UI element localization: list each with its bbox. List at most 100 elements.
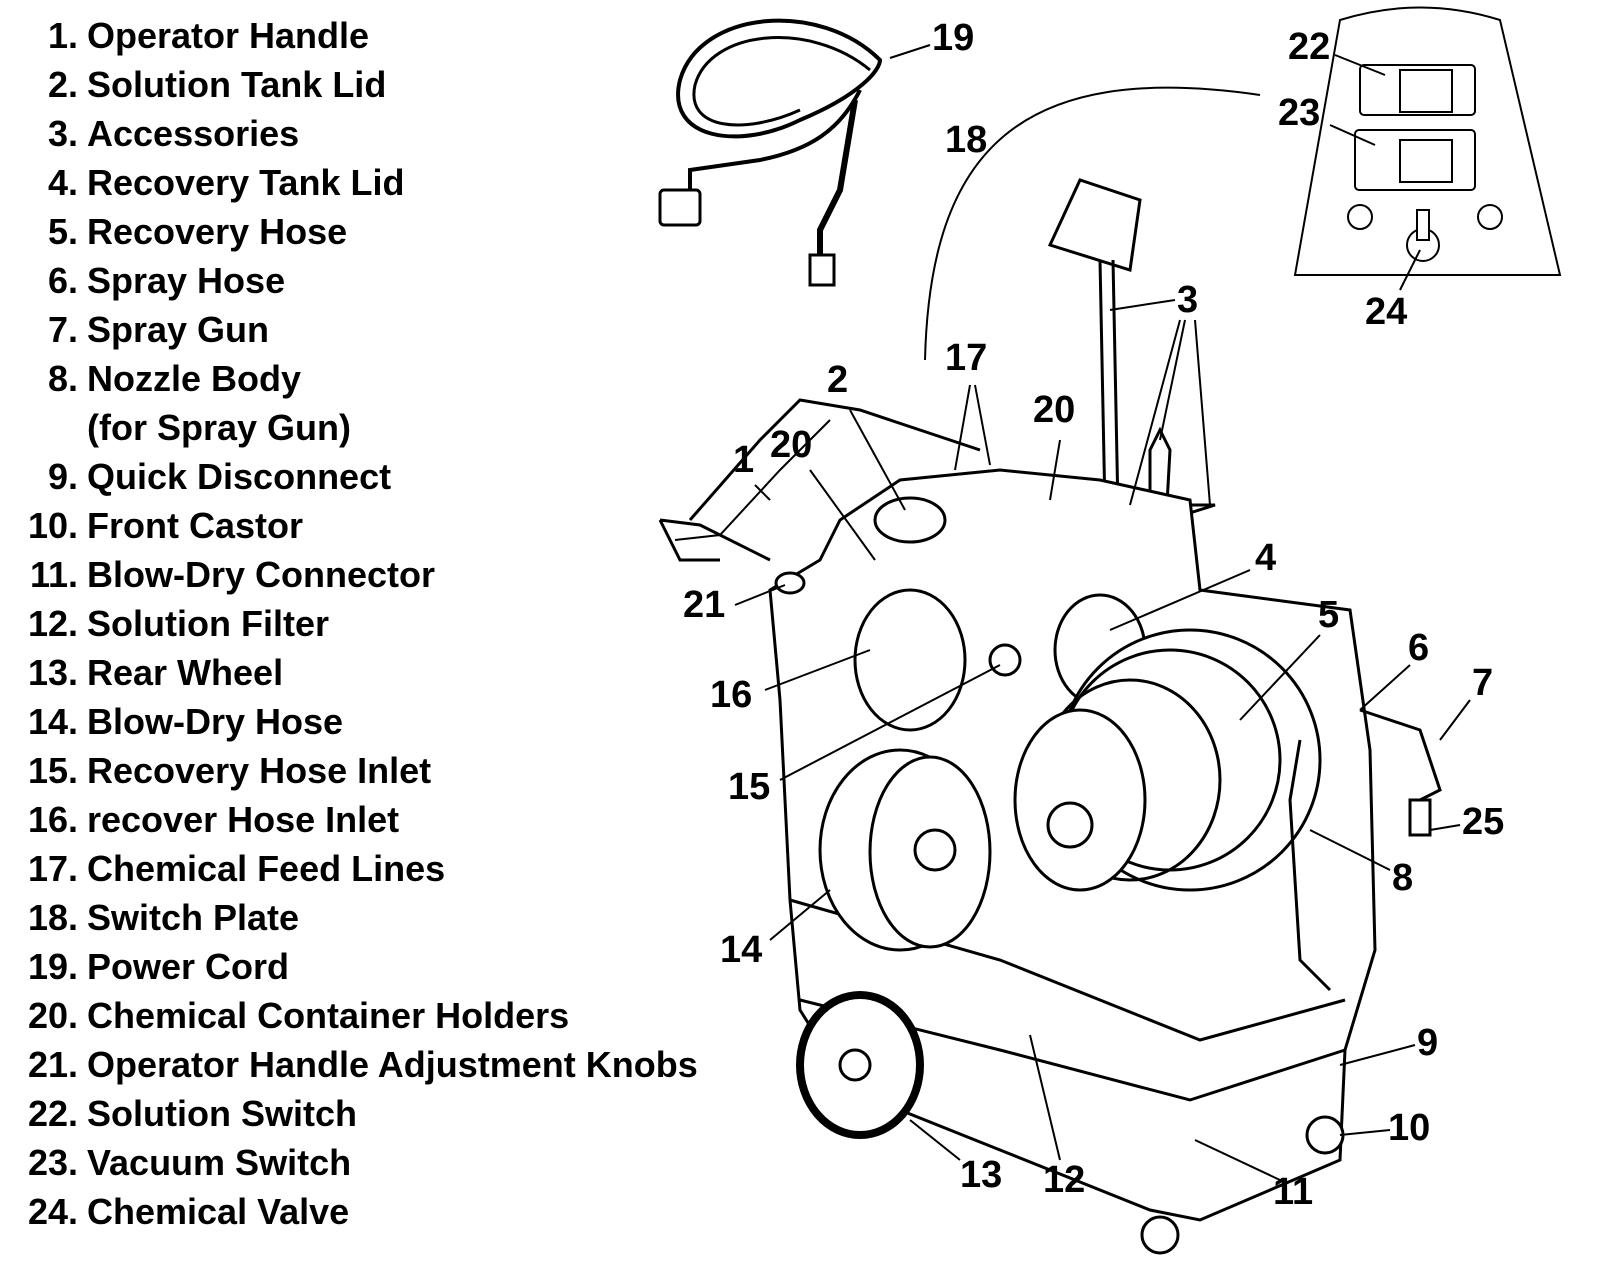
legend-number: 11. — [29, 554, 78, 595]
legend-item: 8.Nozzle Body — [0, 357, 301, 406]
callout-9: 9 — [1417, 1022, 1439, 1064]
leader-lines — [734, 44, 1471, 1181]
legend-number: 6. — [47, 260, 78, 301]
legend-item: 21.Operator Handle Adjustment Knobs — [0, 1043, 698, 1092]
legend-number: 12. — [27, 603, 78, 644]
legend-number: 1. — [47, 15, 78, 56]
legend-number: 20. — [27, 995, 78, 1036]
legend-item: 18.Switch Plate — [0, 896, 299, 945]
legend-number: 16. — [27, 799, 78, 840]
legend-number: 22. — [27, 1093, 78, 1134]
legend-label: Blow-Dry Connector — [87, 554, 436, 595]
legend-label: recover Hose Inlet — [87, 799, 400, 840]
callout-5: 5 — [1318, 594, 1340, 636]
legend-item: 4.Recovery Tank Lid — [0, 161, 404, 210]
legend-label: Chemical Container Holders — [87, 995, 570, 1036]
legend-item: 7.Spray Gun — [0, 308, 269, 357]
legend-label: Solution Tank Lid — [87, 64, 387, 105]
legend-label: Front Castor — [87, 505, 303, 546]
switch-plate-drawing — [1293, 6, 1562, 276]
callout-10: 10 — [1388, 1107, 1431, 1149]
hose-reels — [818, 628, 1442, 992]
legend-item: 13.Rear Wheel — [0, 651, 283, 700]
legend-item: 17.Chemical Feed Lines — [0, 847, 445, 896]
legend-item: 5.Recovery Hose — [0, 210, 347, 259]
callout-21: 21 — [683, 584, 726, 626]
callout-20-left: 20 — [770, 424, 813, 466]
legend-number: 8. — [47, 358, 78, 399]
legend-number: 2. — [47, 64, 78, 105]
legend-label: Solution Filter — [87, 603, 329, 644]
legend-label: Blow-Dry Hose — [87, 701, 344, 742]
legend-item: 19.Power Cord — [0, 945, 289, 994]
callout-19: 19 — [932, 17, 975, 59]
callout-20-right: 20 — [1033, 389, 1076, 431]
legend-label: Solution Switch — [87, 1093, 357, 1134]
legend-item: (for Spray Gun) — [0, 406, 351, 455]
legend-number: 13. — [27, 652, 78, 693]
callout-23: 23 — [1278, 92, 1321, 134]
leader-line — [924, 86, 1261, 361]
callout-18: 18 — [945, 119, 988, 161]
power-cord-drawing — [658, 18, 883, 287]
legend-label: Chemical Valve — [87, 1191, 350, 1232]
legend-item: 2.Solution Tank Lid — [0, 63, 386, 112]
callout-22: 22 — [1288, 26, 1331, 68]
legend-label: Recovery Hose Inlet — [87, 750, 432, 791]
legend-item: 16.recover Hose Inlet — [0, 798, 399, 847]
callout-1: 1 — [733, 439, 755, 481]
legend-label: Switch Plate — [87, 897, 300, 938]
legend-number: 18. — [27, 897, 78, 938]
legend-item: 9.Quick Disconnect — [0, 455, 391, 504]
legend-item: 14.Blow-Dry Hose — [0, 700, 343, 749]
legend-label: Rear Wheel — [87, 652, 284, 693]
legend-number: 9. — [47, 456, 78, 497]
wheels — [796, 991, 1345, 1255]
legend-item: 15.Recovery Hose Inlet — [0, 749, 431, 798]
callout-13: 13 — [960, 1154, 1003, 1196]
legend-number: 17. — [27, 848, 78, 889]
callout-12: 12 — [1043, 1159, 1086, 1201]
legend-number: 23. — [27, 1142, 78, 1183]
legend-label: Vacuum Switch — [87, 1142, 352, 1183]
legend-label: Operator Handle — [87, 15, 370, 56]
legend-label: Chemical Feed Lines — [87, 848, 446, 889]
legend-label: Accessories — [87, 113, 300, 154]
legend-number: 24. — [27, 1191, 78, 1232]
callout-15: 15 — [728, 766, 771, 808]
legend-item: 1.Operator Handle — [0, 14, 369, 63]
callout-6: 6 — [1408, 627, 1430, 669]
legend-number: 19. — [27, 946, 78, 987]
legend-item: 23.Vacuum Switch — [0, 1141, 351, 1190]
legend-item: 11.Blow-Dry Connector — [0, 553, 435, 602]
legend-label: Recovery Hose — [87, 211, 348, 252]
legend-item: 12.Solution Filter — [0, 602, 329, 651]
callout-14: 14 — [720, 929, 763, 971]
callout-3: 3 — [1177, 279, 1199, 321]
callout-25: 25 — [1462, 801, 1505, 843]
legend-label: Spray Gun — [87, 309, 270, 350]
legend-item: 3.Accessories — [0, 112, 299, 161]
legend-number: 15. — [27, 750, 78, 791]
callout-16: 16 — [710, 674, 753, 716]
legend-item: 22.Solution Switch — [0, 1092, 357, 1141]
legend-number: 5. — [47, 211, 78, 252]
legend-item: 24.Chemical Valve — [0, 1190, 349, 1239]
legend-item: 10.Front Castor — [0, 504, 303, 553]
legend-number: 7. — [47, 309, 78, 350]
legend-item: 6.Spray Hose — [0, 259, 285, 308]
legend-label: Nozzle Body — [87, 358, 302, 399]
legend-number: 4. — [47, 162, 78, 203]
legend-label: Operator Handle Adjustment Knobs — [87, 1044, 698, 1085]
callout-11: 11 — [1273, 1171, 1314, 1213]
callout-17: 17 — [945, 337, 988, 379]
legend-number: 10. — [27, 505, 78, 546]
legend-number: 3. — [47, 113, 78, 154]
legend-label: Power Cord — [87, 946, 290, 987]
callout-7: 7 — [1472, 662, 1494, 704]
callout-8: 8 — [1392, 857, 1414, 899]
legend-label: (for Spray Gun) — [87, 407, 352, 448]
legend-label: Quick Disconnect — [87, 456, 392, 497]
callout-2: 2 — [827, 359, 849, 401]
